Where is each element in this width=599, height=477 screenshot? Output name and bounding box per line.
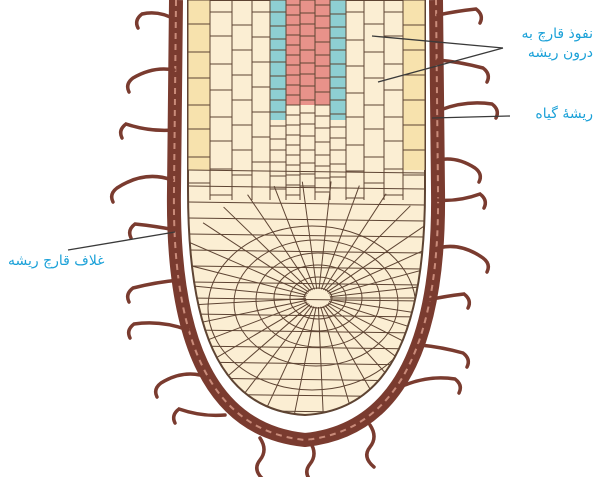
hypha bbox=[121, 124, 174, 138]
hypha bbox=[112, 176, 172, 202]
hypha bbox=[405, 378, 460, 393]
hypha bbox=[420, 345, 468, 367]
hypha bbox=[438, 9, 481, 23]
hypha bbox=[174, 409, 225, 423]
hypha bbox=[367, 425, 374, 467]
hypha bbox=[257, 438, 264, 477]
leader-sheath bbox=[68, 232, 175, 250]
outer-cortex-left bbox=[188, 0, 210, 170]
label-fungal-sheath: غلاف قارچ ریشه bbox=[8, 253, 105, 270]
label-fungal-penetration-line2: درون ریشه bbox=[528, 45, 593, 62]
hypha bbox=[307, 442, 314, 477]
label-fungal-penetration-line1: نفوذ قارچ به bbox=[521, 26, 593, 43]
phloem-left bbox=[270, 0, 286, 120]
hypha bbox=[440, 103, 497, 118]
hypha bbox=[156, 374, 200, 397]
hypha bbox=[129, 323, 188, 338]
phloem-right bbox=[330, 0, 346, 120]
hypha bbox=[128, 69, 174, 92]
label-root-hair: ریشهٔ گیاه bbox=[535, 106, 593, 123]
